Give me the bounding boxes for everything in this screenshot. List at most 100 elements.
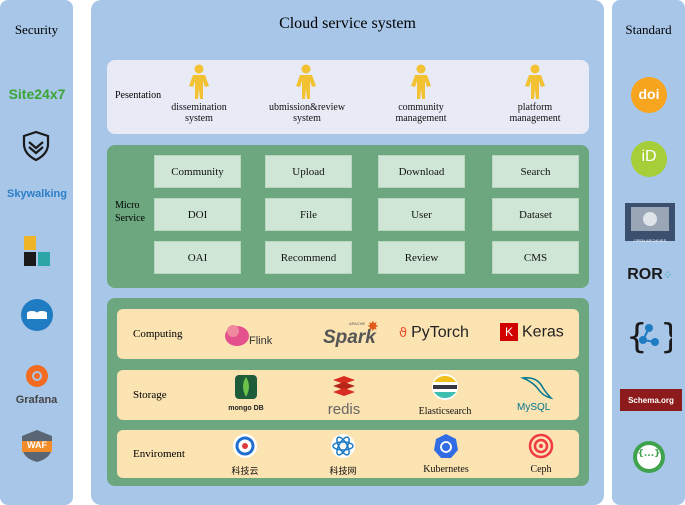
keras-text: Keras <box>522 323 564 341</box>
database-icon <box>21 299 53 331</box>
elasticsearch-text: Elasticsearch <box>418 406 472 417</box>
orcid-text: iD <box>641 148 657 165</box>
presentation-layer: Pesentation dissemination system ubmissi… <box>107 60 589 134</box>
grafana-text: Grafana <box>15 394 58 406</box>
ceph-icon <box>528 433 554 459</box>
service-search: Search <box>492 155 579 188</box>
presentation-item-line1: community <box>398 102 444 113</box>
keras-logo: K Keras <box>500 323 580 347</box>
kejiyun-text: 科技云 <box>231 467 259 477</box>
presentation-item-line1: dissemination <box>171 102 227 113</box>
json-schema-icon <box>633 441 665 473</box>
ceph-logo: Ceph <box>521 433 561 477</box>
squirrel-icon <box>225 325 249 346</box>
presentation-item-line1: ubmission&review <box>268 102 346 113</box>
orcid-icon <box>631 141 667 177</box>
service-file: File <box>265 198 352 231</box>
presentation-item: platform management <box>493 102 577 124</box>
storage-label: Storage <box>133 389 167 401</box>
environment-row: Enviroment 科技云 科技网 <box>117 430 579 478</box>
skywalking-text: Skywalking <box>7 188 67 200</box>
person-icon <box>294 64 318 105</box>
open-archives-logo: OPEN ARCHIVES <box>625 203 675 243</box>
kejiwang-text: 科技网 <box>329 467 357 477</box>
doi-icon <box>631 77 667 113</box>
redis-text: redis <box>327 401 361 418</box>
security-title: Security <box>14 22 59 37</box>
presentation-item: community management <box>377 102 465 124</box>
elasticsearch-icon <box>432 374 458 400</box>
person-icon <box>409 64 433 105</box>
redis-logo: redis <box>319 374 369 418</box>
redis-icon <box>333 376 355 396</box>
elasticsearch-logo: Elasticsearch <box>407 373 483 419</box>
person-icon <box>187 64 211 105</box>
mongodb-text: mongo DB <box>228 405 264 412</box>
skywalking-logo: Skywalking <box>2 188 72 200</box>
waf-text: WAF <box>27 440 47 450</box>
schema-org-text: Schema.org <box>628 395 674 405</box>
service-community: Community <box>154 155 241 188</box>
computing-row: Computing Flink APACHE Spark ✸ ϑ PyTorch… <box>117 309 579 359</box>
kubernetes-helm-icon <box>434 434 458 458</box>
json-schema-text: {...} <box>637 449 661 459</box>
service-cms: CMS <box>492 241 579 274</box>
standard-panel: Standard doi iD OPEN ARCHIVES ROR⁘ { } S… <box>612 0 685 505</box>
service-download: Download <box>378 155 465 188</box>
micro-service-label-line1: Micro <box>115 200 140 211</box>
presentation-item-line2: system <box>185 113 213 124</box>
flink-text: Flink <box>249 335 273 347</box>
service-oai: OAI <box>154 241 241 274</box>
kejiyun-logo: 科技云 <box>223 433 267 477</box>
presentation-item-line2: management <box>509 113 561 124</box>
atom-icon <box>331 434 355 458</box>
flink-logo: Flink <box>223 319 283 351</box>
kubernetes-logo: Kubernetes <box>413 433 479 477</box>
json-ld-icon: { } <box>626 317 672 356</box>
pytorch-text: PyTorch <box>411 324 469 341</box>
presentation-item-line2: system <box>293 113 321 124</box>
service-upload: Upload <box>265 155 352 188</box>
cloud-service-panel: Cloud service system Pesentation dissemi… <box>91 0 604 505</box>
spark-small-text: APACHE <box>349 321 366 326</box>
svg-text:{: { <box>626 317 648 356</box>
presentation-label: Pesentation <box>115 90 162 101</box>
keras-badge: K <box>500 323 518 342</box>
service-dataset: Dataset <box>492 198 579 231</box>
shield-icon <box>22 130 50 162</box>
kejiwang-logo: 科技网 <box>321 433 365 477</box>
grafana-icon <box>26 365 48 387</box>
ror-text: ROR <box>627 266 663 283</box>
mysql-logo: MySQL <box>515 374 565 418</box>
service-recommend: Recommend <box>265 241 352 274</box>
mysql-dolphin-icon <box>520 376 554 400</box>
open-archives-icon <box>631 207 669 231</box>
open-archives-text: OPEN ARCHIVES <box>633 238 667 243</box>
presentation-item-line2: management <box>395 113 447 124</box>
micro-service-label: Micro Service <box>115 199 145 225</box>
infrastructure-layer: Computing Flink APACHE Spark ✸ ϑ PyTorch… <box>107 298 589 486</box>
elk-icon <box>24 236 50 266</box>
ror-logo: ROR⁘ <box>627 266 673 283</box>
main-title: Cloud service system <box>279 15 416 32</box>
presentation-item-line1: platform <box>517 102 553 113</box>
doi-text: doi <box>638 86 660 102</box>
cloud-logo-icon <box>233 434 257 458</box>
kubernetes-text: Kubernetes <box>423 464 469 475</box>
site24x7-logo: Site24x7 <box>4 86 70 102</box>
micro-service-layer: Micro Service Community Upload Download … <box>107 145 589 288</box>
presentation-item: dissemination system <box>157 102 241 124</box>
service-review: Review <box>378 241 465 274</box>
spark-text: Spark <box>323 327 376 348</box>
spark-star-icon: ✸ <box>367 320 379 335</box>
service-doi: DOI <box>154 198 241 231</box>
pytorch-flame-icon: ϑ <box>399 326 408 341</box>
site24x7-text: Site24x7 <box>8 86 66 102</box>
environment-label: Enviroment <box>133 448 185 460</box>
waf-icon <box>22 430 52 462</box>
mysql-text: MySQL <box>517 402 551 413</box>
schema-org-logo: Schema.org <box>620 389 682 411</box>
presentation-item: ubmission&review system <box>262 102 352 124</box>
mongodb-icon <box>235 375 257 399</box>
mongodb-logo: mongo DB <box>221 374 271 418</box>
